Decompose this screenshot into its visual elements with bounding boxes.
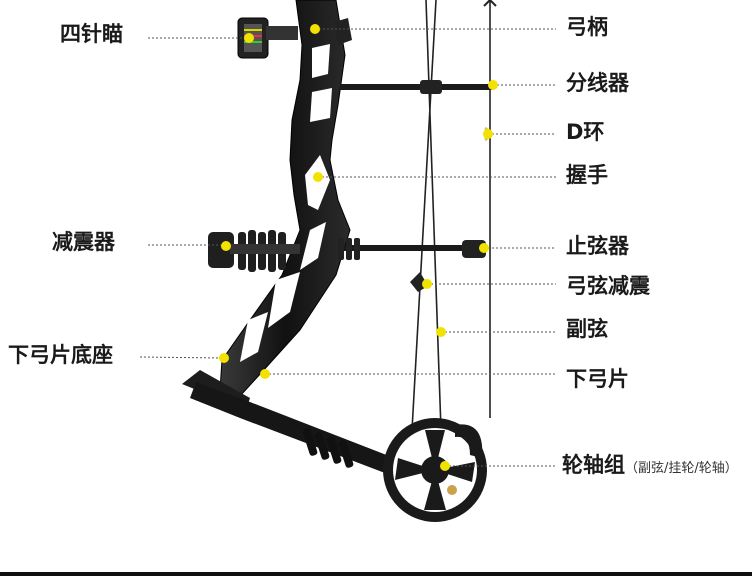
cable-guard-rod <box>340 84 492 90</box>
top-string-tip <box>483 0 497 7</box>
cam-system-title: 轮轴组 <box>562 453 625 477</box>
marker-cable <box>436 327 446 337</box>
riser-cutouts <box>240 44 332 362</box>
label-d-loop: D环 <box>566 120 605 144</box>
label-grip: 握手 <box>566 163 608 187</box>
label-string-stop: 止弦器 <box>566 234 629 258</box>
marker-four-pin-sight <box>244 33 254 43</box>
label-cable: 副弦 <box>566 317 608 341</box>
stabilizer-shape <box>208 230 300 272</box>
marker-string-dampener <box>422 279 432 289</box>
cable-slide <box>420 80 442 94</box>
label-string-dampener: 弓弦减震 <box>566 274 650 298</box>
string-stop-rings <box>338 238 360 260</box>
leader-lines <box>139 28 556 467</box>
bottom-border <box>0 572 752 576</box>
marker-stabilizer <box>221 241 231 251</box>
marker-riser <box>310 24 320 34</box>
string-stop-rod <box>340 245 470 251</box>
label-limb-pocket: 下弓片底座 <box>8 343 113 367</box>
string-stop-bumper <box>462 240 486 258</box>
label-riser: 弓柄 <box>566 15 608 39</box>
label-stabilizer: 减震器 <box>52 230 115 254</box>
cam-shape <box>383 418 487 522</box>
arrow-rest-shape <box>334 18 352 45</box>
label-lower-limb: 下弓片 <box>566 367 629 391</box>
marker-limb-pocket <box>219 353 229 363</box>
marker-cable-guard <box>488 80 498 90</box>
cable-string-1 <box>411 0 437 431</box>
marker-d-loop <box>483 129 493 139</box>
marker-lower-limb <box>260 369 270 379</box>
cable-string-2 <box>425 0 442 431</box>
markers <box>219 24 498 471</box>
cam-system-note: （副弦/挂轮/轮轴） <box>625 461 738 476</box>
lower-limb-shape <box>190 382 420 484</box>
label-four-pin-sight: 四针瞄 <box>60 22 123 46</box>
marker-string-stop <box>479 243 489 253</box>
label-cable-guard: 分线器 <box>566 71 629 95</box>
label-cam-system: 轮轴组（副弦/挂轮/轮轴） <box>562 455 738 476</box>
marker-grip <box>313 172 323 182</box>
bow-strings <box>411 0 491 431</box>
marker-cam-system <box>440 461 450 471</box>
riser-shape <box>219 0 351 397</box>
